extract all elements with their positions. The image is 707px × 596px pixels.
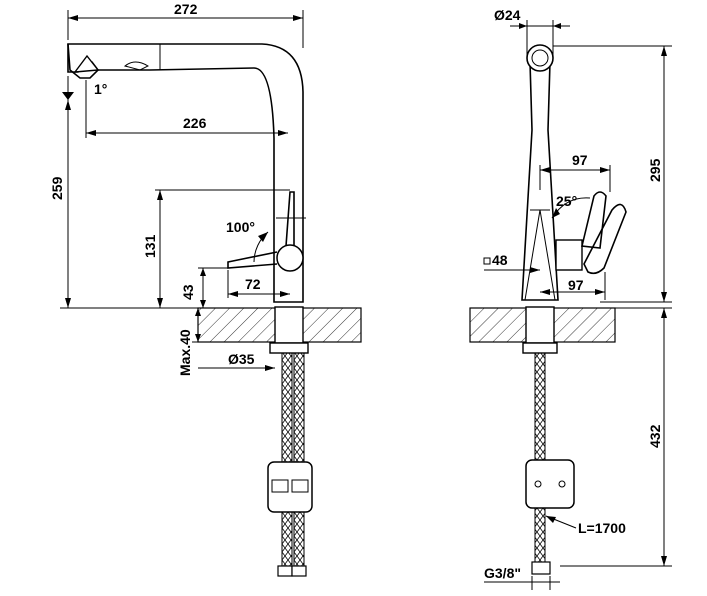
spout-body-side	[67, 43, 304, 303]
dim-deck-to-lever: 43	[180, 284, 196, 300]
valve-block-side	[267, 461, 313, 513]
hose-fitting-left	[277, 565, 293, 577]
dim-handle-angle: 100°	[226, 219, 255, 235]
dim-overall-reach: 272	[174, 1, 198, 17]
handle-stem-side	[285, 191, 295, 247]
dim-hole-diameter: Ø35	[228, 351, 255, 367]
dim-thread: G3/8"	[484, 565, 521, 581]
dim-spout-reach: 226	[183, 115, 207, 131]
aerator-inner	[531, 49, 549, 67]
valve-block-window	[271, 479, 289, 493]
dim-handle-height: 131	[142, 234, 158, 258]
lever-side	[227, 251, 278, 269]
front-view: Ø24 295 97 25° 48 97	[469, 7, 672, 590]
dim-lever-length: 72	[245, 276, 261, 292]
shank-nut-front	[522, 342, 558, 354]
aerator-tip	[73, 54, 100, 73]
dim-max-deck: Max.40	[177, 329, 193, 376]
handle-lever-rotated	[583, 203, 627, 275]
mounting-hole-front	[525, 306, 555, 344]
dim-total-height: 259	[49, 176, 65, 200]
valve-block-window-2	[291, 479, 309, 493]
dim-hose-length: L=1700	[578, 520, 626, 536]
spout-tip-front	[526, 44, 554, 72]
dim-hose-height: 432	[647, 424, 663, 448]
valve-block-front	[525, 459, 575, 509]
dim-handle-offset-top: 97	[572, 152, 588, 168]
shank-nut-side	[269, 342, 309, 354]
dim-handle-offset-bottom: 97	[568, 277, 584, 293]
mounting-hole-side	[274, 306, 304, 344]
dim-spout-diameter: Ø24	[494, 7, 521, 23]
valve-screw-left	[534, 480, 542, 488]
dim-spout-height: 295	[647, 158, 663, 182]
dim-base-square: 48	[492, 252, 508, 268]
handle-hub-side	[276, 244, 304, 272]
side-view: 272 1° 226 259 131 100° 43	[49, 1, 362, 577]
handle-body-front	[555, 239, 583, 271]
valve-screw-right	[558, 480, 566, 488]
dim-tilt: 1°	[94, 81, 107, 97]
spray-button	[123, 61, 150, 71]
dim-handle-rotation: 25°	[556, 193, 577, 209]
square-symbol	[483, 257, 491, 265]
hose-fitting-front	[531, 561, 551, 575]
hose-fitting-right	[291, 565, 307, 577]
spout-body-front	[521, 61, 559, 301]
handle-lever-front	[581, 191, 607, 249]
